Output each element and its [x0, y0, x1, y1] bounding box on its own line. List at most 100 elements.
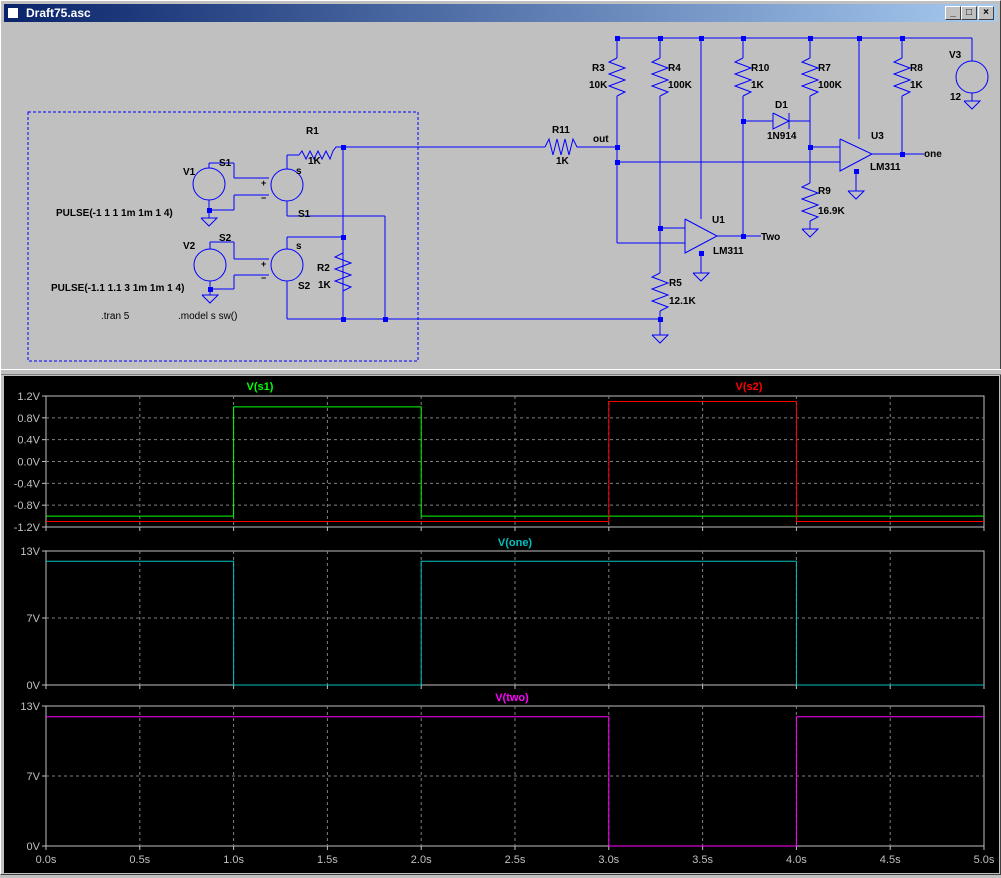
- x-tick-label: 3.5s: [692, 854, 713, 866]
- schematic-canvas[interactable]: R1 1K R2 1K R3 10K R4 100K R5 12.1K R7 1…: [4, 23, 999, 368]
- y-tick-label: 13V: [20, 546, 40, 558]
- label-r9-name: R9: [818, 186, 831, 197]
- junctions: [207, 36, 905, 322]
- label-d1-name: D1: [775, 100, 788, 111]
- label-r11-value: 1K: [556, 156, 570, 167]
- x-tick-label: 0.5s: [129, 854, 150, 866]
- selection-box: [27, 111, 419, 362]
- trace-vs2[interactable]: [46, 400, 984, 523]
- net-label-out: out: [593, 134, 609, 145]
- schematic-editor[interactable]: R1 1K R2 1K R3 10K R4 100K R5 12.1K R7 1…: [4, 23, 999, 368]
- label-r10-value: 1K: [751, 80, 765, 91]
- label-d1-value: 1N914: [767, 131, 797, 142]
- label-r3-name: R3: [592, 63, 605, 74]
- wires: [27, 37, 989, 362]
- label-s1-name: S1: [298, 209, 311, 220]
- label-r4-name: R4: [668, 63, 681, 74]
- s2-plus-pin: +: [261, 259, 266, 269]
- x-tick-label: 4.0s: [786, 854, 807, 866]
- label-r8-name: R8: [910, 63, 923, 74]
- label-s1-model: s: [296, 166, 302, 177]
- label-s2-model: s: [296, 241, 302, 252]
- y-tick-label: 0V: [27, 841, 41, 853]
- waveform-canvas[interactable]: V(s1) V(s2) V(one) V(two) 1.2V 0.8V 0.4V 0.…: [4, 376, 999, 873]
- x-tick-label: 3.0s: [598, 854, 619, 866]
- label-v1-name: V1: [183, 167, 196, 178]
- y-tick-label: -1.2V: [14, 522, 41, 534]
- net-label-s1: S1: [219, 158, 232, 169]
- pane-3[interactable]: V(two): [495, 692, 529, 704]
- label-r5-value: 12.1K: [669, 296, 696, 307]
- minimize-button[interactable]: _: [945, 6, 961, 20]
- label-r10-name: R10: [751, 63, 770, 74]
- label-r5-name: R5: [669, 278, 682, 289]
- label-s2-name: S2: [298, 281, 311, 292]
- pane-1[interactable]: V(s1) V(s2): [247, 381, 763, 393]
- trace-label-one[interactable]: V(one): [498, 537, 533, 549]
- label-r2-value: 1K: [318, 280, 332, 291]
- label-r9-value: 16.9K: [818, 206, 845, 217]
- label-u1-name: U1: [712, 215, 725, 226]
- y-tick-label: 0V: [27, 680, 41, 692]
- label-r11-name: R11: [552, 125, 570, 136]
- close-button[interactable]: ×: [978, 6, 994, 20]
- x-tick-label: 1.0s: [223, 854, 244, 866]
- waveform-viewer[interactable]: V(s1) V(s2) V(one) V(two) 1.2V 0.8V 0.4V 0.…: [4, 376, 999, 873]
- label-v3-value: 12: [950, 92, 962, 103]
- net-label-one: one: [924, 149, 942, 160]
- s1-minus-pin: −: [261, 193, 266, 203]
- label-r1-value: 1K: [308, 156, 322, 167]
- trace-vone[interactable]: [46, 560, 984, 686]
- pane-splitter[interactable]: [1, 369, 1001, 375]
- label-r4-value: 100K: [668, 80, 693, 91]
- y-tick-label: 7V: [27, 771, 41, 783]
- net-label-two: Two: [761, 232, 780, 243]
- y-tick-label: 7V: [27, 613, 41, 625]
- trace-label-s1[interactable]: V(s1): [247, 381, 274, 393]
- y-tick-label: 1.2V: [17, 391, 40, 403]
- label-v1-value: PULSE(-1 1 1 1m 1m 1 4): [56, 208, 173, 219]
- x-tick-label: 1.5s: [317, 854, 338, 866]
- pane-2[interactable]: V(one): [498, 537, 533, 549]
- trace-label-s2[interactable]: V(s2): [736, 381, 763, 393]
- model-directive: .model s sw(): [178, 311, 237, 322]
- trace-vs1[interactable]: [46, 406, 984, 517]
- schematic-icon: [7, 7, 19, 19]
- y-tick-label: 0.4V: [17, 435, 40, 447]
- label-r1-name: R1: [306, 126, 319, 137]
- net-label-s2: S2: [219, 233, 232, 244]
- title-bar[interactable]: Draft75.asc _ □ ×: [4, 4, 997, 22]
- label-u1-value: LM311: [713, 246, 744, 257]
- pane-1-plot: 1.2V 0.8V 0.4V 0.0V -0.4V -0.8V -1.2V: [14, 391, 985, 534]
- x-tick-label: 0.0s: [36, 854, 57, 866]
- pane-2-plot: 13V 7V 0V: [20, 546, 985, 692]
- x-tick-label: 2.0s: [411, 854, 432, 866]
- label-r2-name: R2: [317, 263, 330, 274]
- label-v3-name: V3: [949, 50, 962, 61]
- label-r7-value: 100K: [818, 80, 843, 91]
- y-tick-label: 0.8V: [17, 413, 40, 425]
- y-tick-label: -0.4V: [14, 478, 41, 490]
- trace-label-two[interactable]: V(two): [495, 692, 529, 704]
- s1-plus-pin: +: [261, 178, 266, 188]
- maximize-button[interactable]: □: [961, 6, 977, 20]
- x-tick-label: 5.0s: [974, 854, 995, 866]
- y-tick-label: 13V: [20, 701, 40, 713]
- labels: R1 1K R2 1K R3 10K R4 100K R5 12.1K R7 1…: [51, 50, 962, 322]
- label-r8-value: 1K: [910, 80, 924, 91]
- x-tick-label: 2.5s: [505, 854, 526, 866]
- label-r3-value: 10K: [589, 80, 608, 91]
- label-u3-value: LM311: [870, 162, 901, 173]
- label-v2-value: PULSE(-1.1 1.1 3 1m 1m 1 4): [51, 283, 184, 294]
- y-tick-label: 0.0V: [17, 457, 40, 469]
- pane-3-plot: 13V 7V 0V: [20, 701, 985, 853]
- x-tick-label: 4.5s: [880, 854, 901, 866]
- s2-minus-pin: −: [261, 273, 266, 283]
- window-title: Draft75.asc: [26, 6, 91, 20]
- trace-vtwo[interactable]: [46, 716, 984, 847]
- y-tick-label: -0.8V: [14, 500, 41, 512]
- label-r7-name: R7: [818, 63, 831, 74]
- label-v2-name: V2: [183, 241, 196, 252]
- tran-directive: .tran 5: [101, 311, 130, 322]
